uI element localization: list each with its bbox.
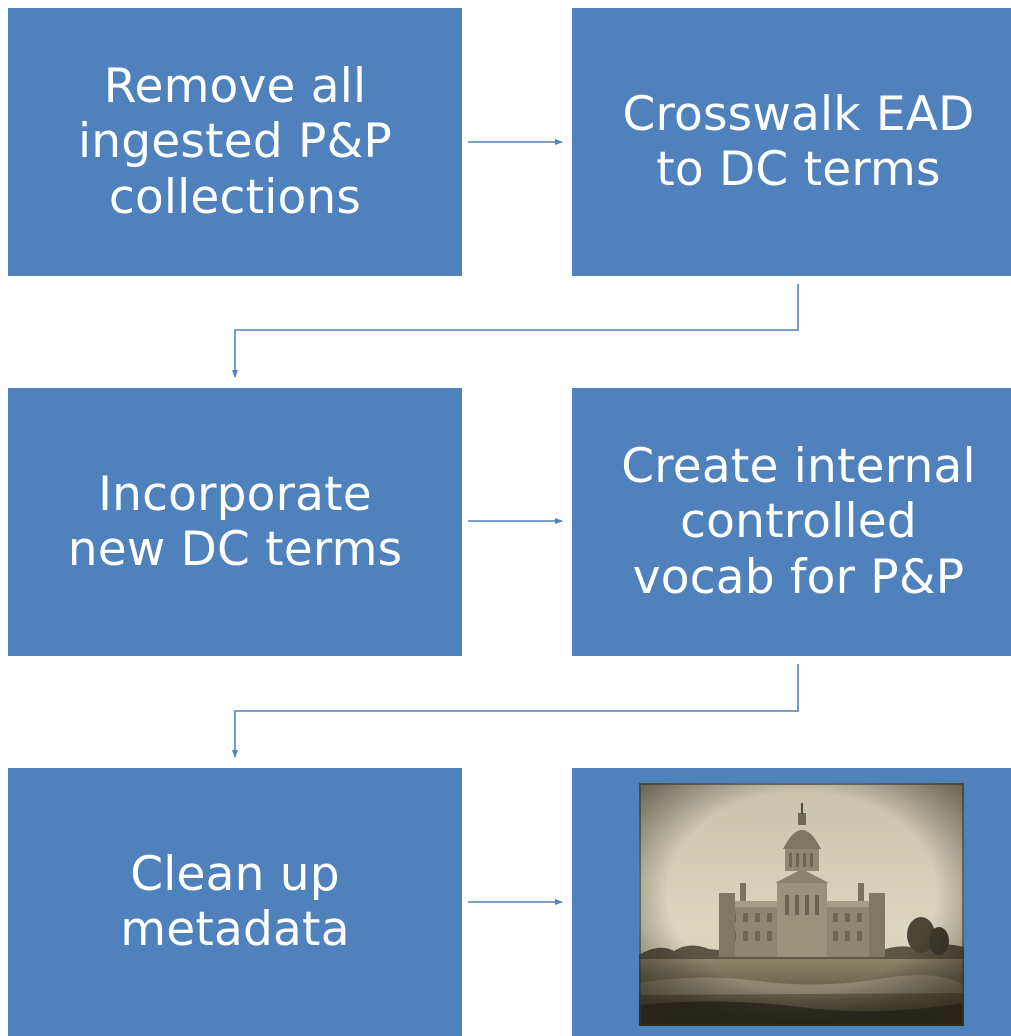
step-result-photo xyxy=(572,768,1011,1036)
step-text-line: metadata xyxy=(120,902,350,957)
step-text-line: controlled xyxy=(680,494,917,550)
step-text-line: to DC terms xyxy=(656,142,941,197)
arrow-step4-to-step5 xyxy=(232,664,799,758)
step-text-line: new DC terms xyxy=(67,522,403,577)
step-text-line: Crosswalk EAD xyxy=(622,86,975,142)
step-text-line: collections xyxy=(108,169,362,225)
step-incorporate-dc-terms: Incorporate new DC terms xyxy=(8,388,462,656)
step-text-line: ingested P&P xyxy=(78,114,392,170)
step-text-line: Remove all xyxy=(103,58,367,114)
step-text-line: Clean up xyxy=(130,846,340,902)
step-crosswalk-ead: Crosswalk EAD to DC terms xyxy=(572,8,1011,276)
arrow-step2-to-step3 xyxy=(232,284,799,378)
step-text-line: Incorporate xyxy=(98,466,372,522)
capitol-photo-image xyxy=(639,783,964,1026)
step-text-line: vocab for P&P xyxy=(632,549,965,605)
step-text-line: Create internal xyxy=(621,438,976,494)
step-remove-collections: Remove all ingested P&P collections xyxy=(8,8,462,276)
step-controlled-vocab: Create internal controlled vocab for P&P xyxy=(572,388,1011,656)
step-clean-metadata: Clean up metadata xyxy=(8,768,462,1036)
